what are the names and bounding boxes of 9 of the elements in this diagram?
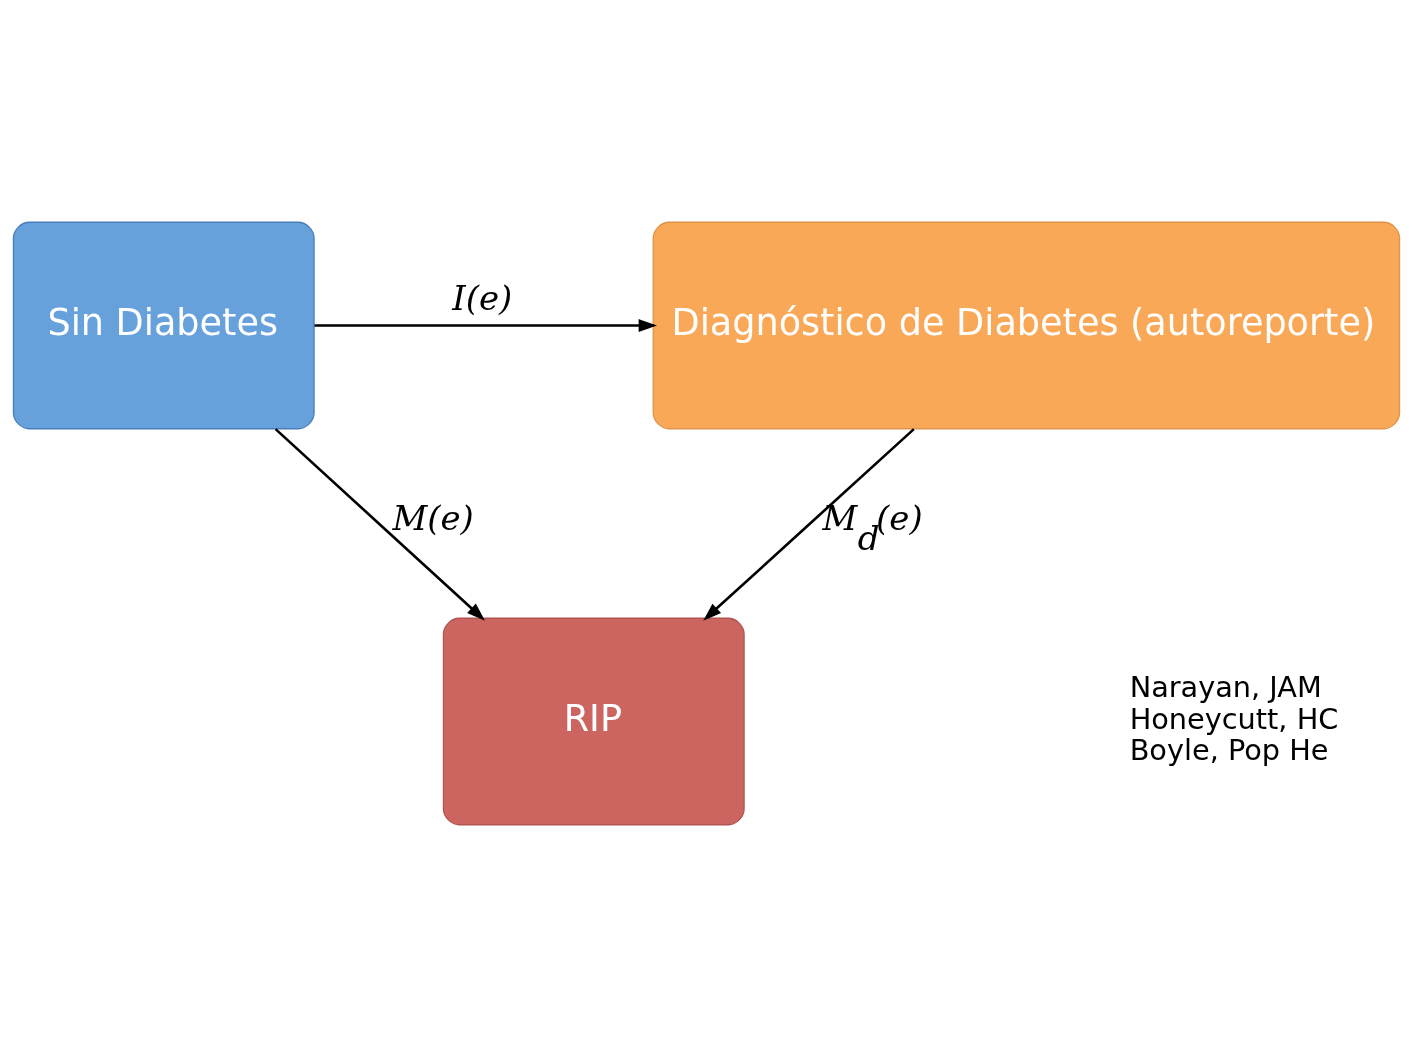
node-box: Diagnóstico de Diabetes (autoreporte)	[652, 221, 1401, 430]
arrow	[314, 319, 657, 332]
label: Narayan, JAM	[1129, 670, 1322, 705]
edge-label: M(e)	[392, 498, 474, 539]
node-box: Sin Diabetes	[12, 221, 315, 430]
arrow	[703, 428, 915, 621]
arrow	[274, 428, 485, 621]
edge-label: I(e)	[452, 277, 513, 318]
node-box: RIP	[442, 617, 745, 826]
